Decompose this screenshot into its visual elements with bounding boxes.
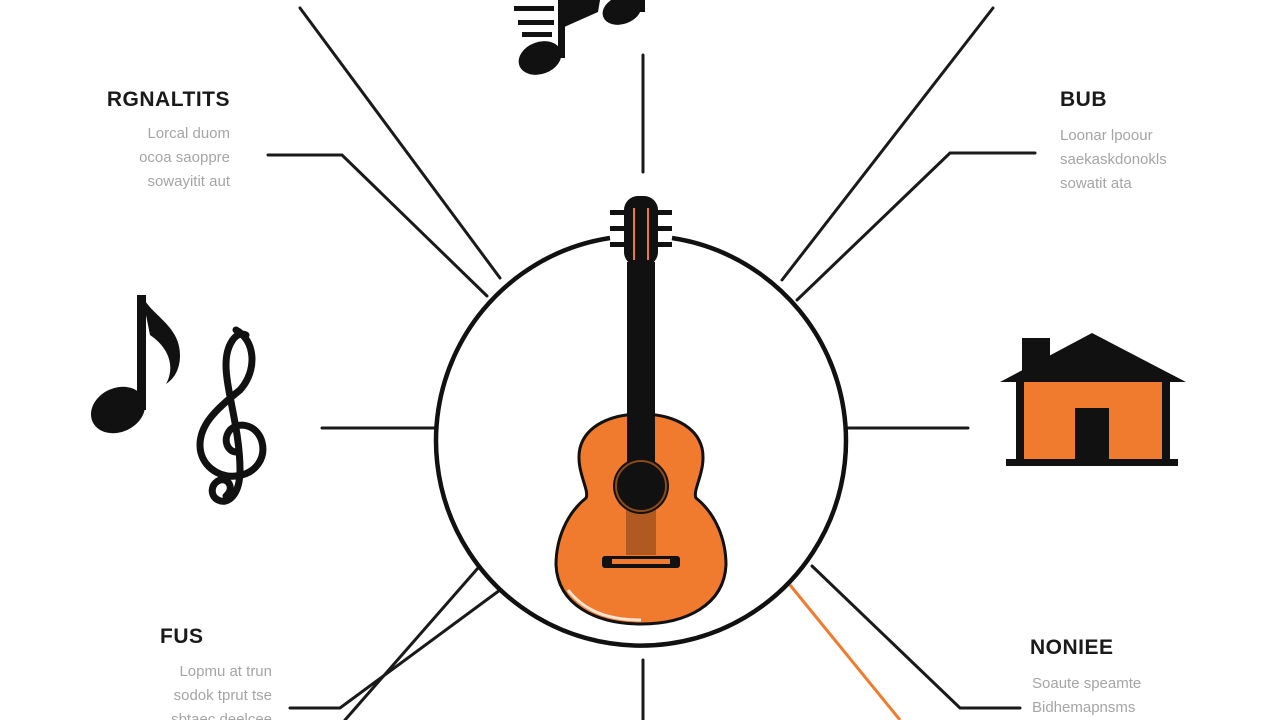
- top-left-line-1: Lorcal duom: [147, 125, 230, 142]
- top-left-line-3: sowayitit aut: [147, 173, 230, 190]
- top-right-line-3: sowatit ata: [1060, 175, 1132, 192]
- connector-lines: [266, 6, 1037, 720]
- top-left-description: Lorcal duom ocoa saoppre sowayitit aut: [60, 122, 230, 194]
- bottom-right-line-2: Bidhemapnsms: [1032, 699, 1136, 716]
- connector-top-left-ray: [298, 6, 502, 280]
- top-right-description: Loonar lpoour saekaskdonokls sowatit ata: [1060, 124, 1167, 196]
- bottom-left-line-3: sbtaec deelcee: [171, 711, 272, 720]
- top-right-line-2: saekaskdonokls: [1060, 151, 1167, 168]
- top-right-title: BUB: [1060, 88, 1107, 111]
- bottom-right-line-1: Soaute speamte: [1032, 675, 1142, 692]
- connector-bottom-left-label: [288, 588, 502, 710]
- top-left-line-2: ocoa saoppre: [139, 149, 230, 166]
- music-note-and-treble-clef-icon: [90, 295, 267, 505]
- acoustic-guitar-icon: [554, 196, 728, 626]
- connector-top-left-label: [266, 153, 489, 298]
- top-left-title: RGNALTITS: [106, 88, 230, 111]
- connector-bottom-right-accent: [788, 584, 902, 720]
- connector-bottom-left-ray: [343, 566, 480, 720]
- house-icon: [1000, 333, 1186, 466]
- connector-top-right-ray: [780, 6, 995, 282]
- central-circle: [433, 235, 849, 648]
- bottom-left-title: FUS: [160, 625, 204, 648]
- top-right-line-1: Loonar lpoour: [1060, 127, 1153, 144]
- bottom-right-description: Soaute speamte Bidhemapnsms: [1032, 672, 1141, 720]
- connector-top-right-label: [795, 151, 1037, 302]
- bottom-right-title: NONIEE: [1030, 636, 1114, 659]
- bottom-left-line-2: sodok tprut tse: [173, 687, 272, 704]
- music-notes-icon: [514, 0, 645, 75]
- bottom-left-description: Lopmu at trun sodok tprut tse sbtaec dee…: [100, 660, 272, 720]
- connector-bottom-right-label: [810, 564, 1022, 710]
- bottom-left-line-1: Lopmu at trun: [179, 663, 272, 680]
